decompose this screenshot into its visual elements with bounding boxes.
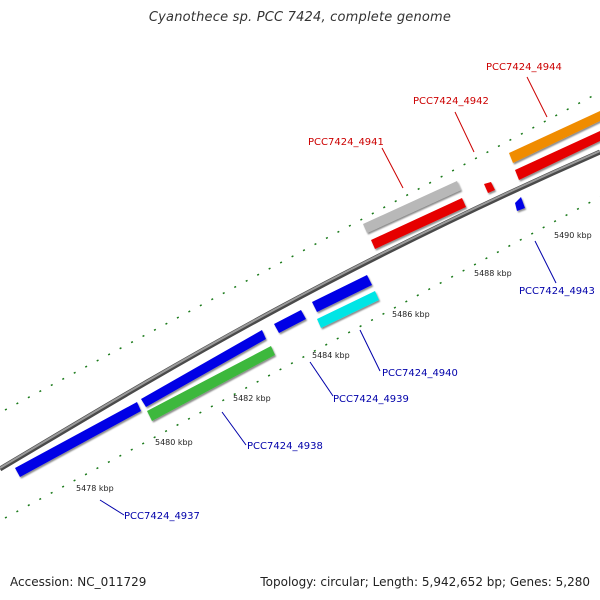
- leader-line-4939: [309, 361, 334, 397]
- genome-backbone: [0, 149, 600, 472]
- leader-line-4940: [359, 329, 381, 372]
- gene-arrow-pcc7424-4937[interactable]: [15, 402, 141, 477]
- tick-label-5490: 5490 kbp: [554, 231, 592, 240]
- gene-arrow-pcc7424-4944[interactable]: [509, 111, 600, 163]
- accession-text: Accession: NC_011729: [10, 575, 147, 589]
- gene-arrow-pcc7424-4941-red[interactable]: [371, 198, 466, 249]
- gene-label-4942[interactable]: PCC7424_4942: [413, 96, 489, 107]
- gene-label-4941[interactable]: PCC7424_4941: [308, 137, 384, 148]
- leader-line-4942: [454, 111, 475, 153]
- gene-arrow-pcc7424-4943[interactable]: [515, 197, 525, 211]
- tick-label-5484: 5484 kbp: [312, 351, 350, 360]
- gene-arrow-pcc7424-4941[interactable]: [363, 181, 461, 233]
- tick-label-5478: 5478 kbp: [76, 484, 114, 493]
- gene-arrow-pcc7424-4940-a[interactable]: [312, 275, 372, 312]
- gene-arrow-pcc7424-4938[interactable]: [147, 346, 275, 421]
- tick-label-5482: 5482 kbp: [233, 394, 271, 403]
- gene-arrow-pcc7424-4944-red[interactable]: [515, 131, 600, 180]
- gene-label-4943[interactable]: PCC7424_4943: [519, 286, 595, 297]
- inner-tick-row: [4, 196, 600, 519]
- gene-arrow-pcc7424-4940-b[interactable]: [317, 291, 379, 328]
- outer-tick-row: [4, 91, 600, 411]
- leader-line-4938: [221, 411, 247, 446]
- leader-line-4943: [534, 240, 557, 284]
- gene-arrow-pcc7424-4939-b[interactable]: [274, 310, 306, 333]
- tick-label-5486: 5486 kbp: [392, 310, 430, 319]
- gene-label-4940[interactable]: PCC7424_4940: [382, 368, 458, 379]
- leader-line-4937: [99, 499, 125, 516]
- gene-label-4937[interactable]: PCC7424_4937: [124, 511, 200, 522]
- gene-arrow-pcc7424-4942[interactable]: [484, 182, 495, 193]
- gene-label-4938[interactable]: PCC7424_4938: [247, 441, 323, 452]
- map-title: Cyanothece sp. PCC 7424, complete genome: [148, 10, 452, 25]
- tick-label-5488: 5488 kbp: [474, 269, 512, 278]
- gene-arrow-pcc7424-4939-a[interactable]: [141, 330, 266, 407]
- leader-line-4944: [526, 76, 548, 118]
- tick-label-5480: 5480 kbp: [155, 438, 193, 447]
- genome-summary-text: Topology: circular; Length: 5,942,652 bp…: [260, 575, 590, 589]
- leader-line-4941: [381, 147, 404, 189]
- gene-label-4939[interactable]: PCC7424_4939: [333, 394, 409, 405]
- gene-label-4944[interactable]: PCC7424_4944: [486, 62, 562, 73]
